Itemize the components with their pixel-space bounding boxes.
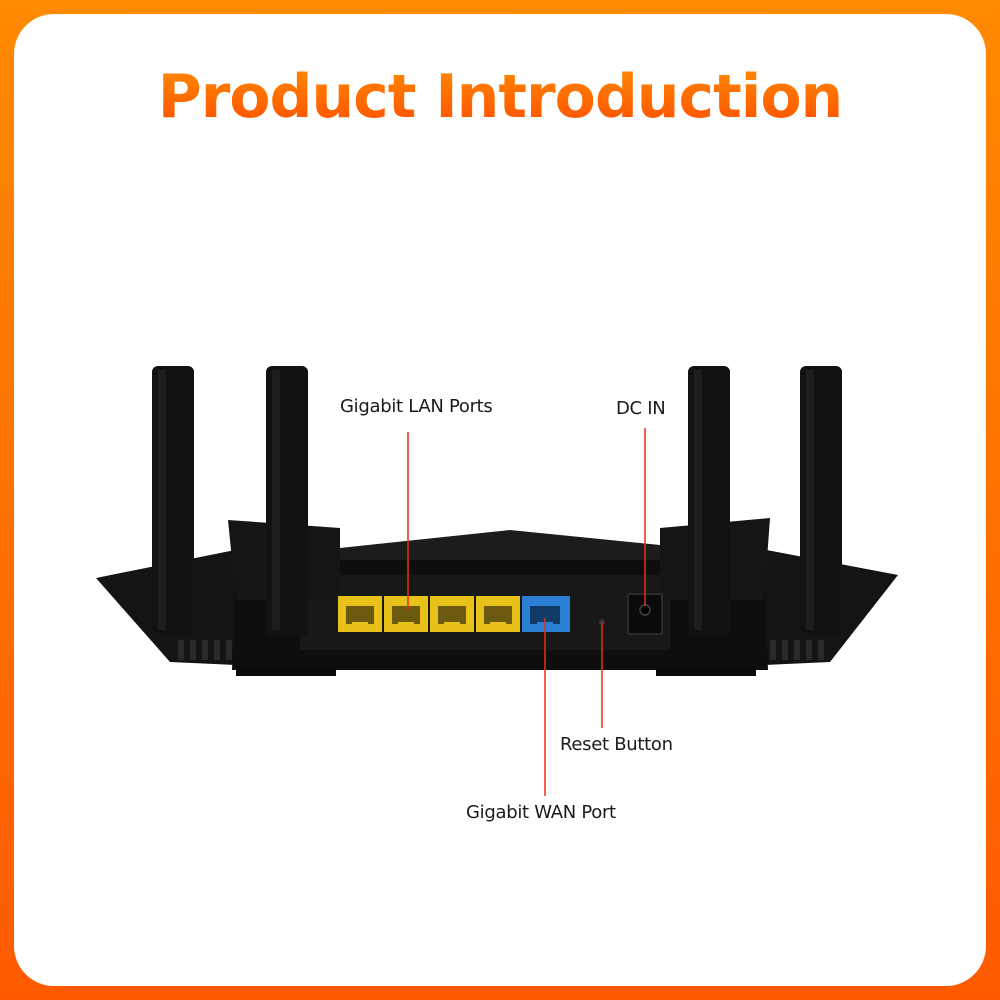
dc-in-label: DC IN <box>616 398 666 419</box>
page-title: Product Introduction <box>0 62 1000 132</box>
right-foot <box>656 666 756 676</box>
lan-port-4 <box>476 596 520 632</box>
lan-port-1 <box>338 596 382 632</box>
antenna-right-outer <box>800 366 842 636</box>
right-vent-slots <box>770 640 824 660</box>
router-top-ridge <box>340 530 660 560</box>
lan-port-2 <box>384 596 428 632</box>
wan-port-label: Gigabit WAN Port <box>466 802 616 823</box>
antenna-left-inner <box>266 366 308 636</box>
antenna-right-inner <box>688 366 730 636</box>
wan-port <box>522 596 570 632</box>
left-vent-slots <box>178 640 232 660</box>
left-foot <box>236 666 336 676</box>
antenna-left-outer <box>152 366 194 636</box>
lan-port-3 <box>430 596 474 632</box>
lan-ports-label: Gigabit LAN Ports <box>340 396 493 417</box>
reset-button-label: Reset Button <box>560 734 673 755</box>
